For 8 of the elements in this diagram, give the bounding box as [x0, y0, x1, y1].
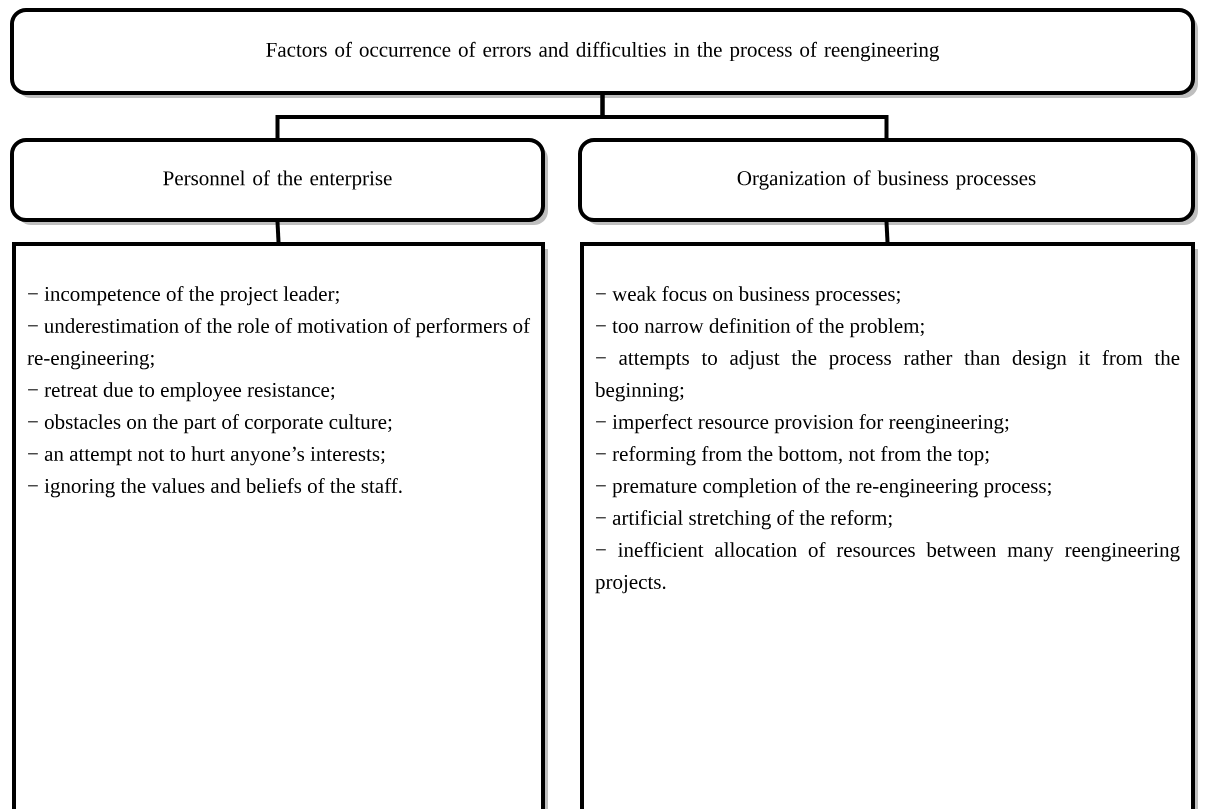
category-box: Organization of business processes	[578, 138, 1198, 225]
category-box: Personnel of the enterprise	[10, 138, 548, 225]
title-box: Factors of occurrence of errors and difficulties in the process of reengineering	[10, 8, 1198, 98]
connector-line	[600, 95, 889, 138]
list-box: − weak focus on business processes; − too narrow definition of the problem; − attempts to adjust the process rather than design it from the beginning; − imperfect resource provision for reengineering; − reforming from the bottom, not from the top; − premature completion of the re-engineering process; − artificial stretching of the reform; − inefficient allocation of resources between many reengineering projects.	[580, 242, 1198, 809]
list-box: − incompetence of the project leader; − underestimation of the role of motivation of performers of re-engineering; − retreat due to employee resistance; − obstacles on the part of corporate culture; − an attempt not to hurt anyone’s interests; − ignoring the values and beliefs of the staff.	[12, 242, 548, 809]
connector-line	[884, 221, 890, 243]
connector-line	[275, 221, 281, 243]
